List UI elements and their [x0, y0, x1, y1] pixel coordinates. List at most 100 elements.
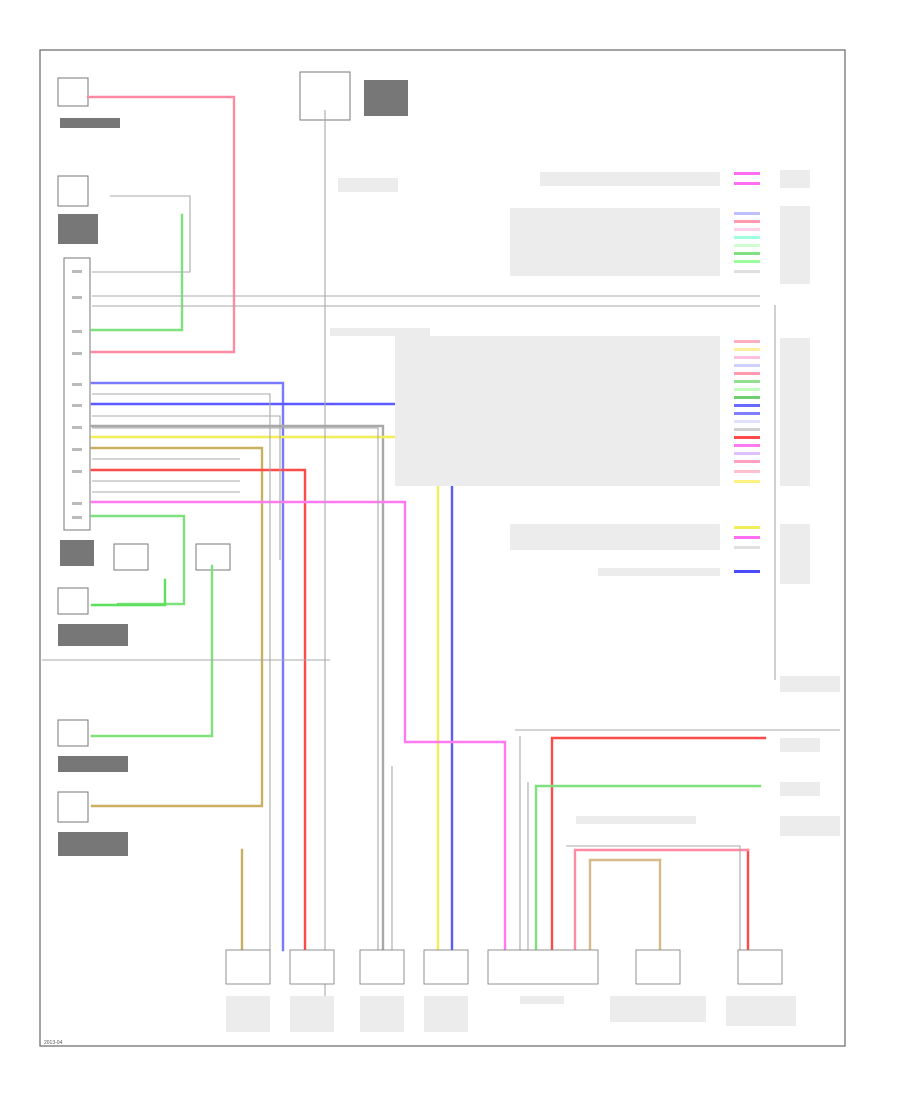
gray-line: [92, 415, 281, 560]
wire-gray: [90, 424, 385, 952]
wire-olive: [90, 446, 264, 808]
component-relay-module: [57, 175, 89, 207]
stub: [734, 356, 760, 359]
pin: [72, 383, 82, 386]
gray-line: [92, 393, 271, 950]
stub: [734, 172, 760, 175]
stub: [734, 380, 760, 383]
right-wire-stubs: [734, 172, 760, 573]
stub: [734, 470, 760, 473]
label-blur: [780, 782, 820, 796]
label-blur: [780, 738, 820, 752]
stub: [734, 220, 760, 223]
stub: [734, 236, 760, 239]
component-top-left-sensor: [57, 77, 89, 107]
stub: [734, 460, 760, 463]
left-components: [57, 71, 408, 856]
component-main-connector: [63, 257, 91, 531]
label-blur: [520, 996, 564, 1004]
stub: [734, 348, 760, 351]
label-blur: [290, 996, 334, 1032]
label-blur: [780, 676, 840, 692]
stub: [734, 404, 760, 407]
component-power-module: [57, 587, 89, 615]
pin: [72, 352, 82, 355]
stub: [734, 372, 760, 375]
wire-pink-top: [86, 95, 236, 354]
label-blur: [598, 568, 720, 576]
connector-7: [737, 949, 783, 985]
bottom-labels: [226, 996, 796, 1032]
connector-6: [635, 949, 681, 985]
stub: [734, 480, 760, 483]
label-blur: [510, 524, 720, 550]
connector-4: [423, 949, 469, 985]
component-mid-relay-a: [113, 543, 149, 571]
figure-label: 2013-04: [44, 1040, 63, 1046]
label-blur: [780, 206, 810, 284]
label-blur: [395, 336, 720, 486]
stub: [734, 388, 760, 391]
label-blur: [780, 338, 810, 486]
stub: [734, 436, 760, 439]
label-blur: [58, 624, 128, 646]
label-blur: [510, 208, 720, 276]
label-blur: [780, 816, 840, 836]
stub: [734, 260, 760, 263]
component-lower-left-module: [57, 791, 89, 823]
wire-tan-right: [588, 858, 662, 952]
label-blur: [226, 996, 270, 1032]
stub: [734, 212, 760, 215]
connector-pins: [72, 270, 82, 519]
bottom-connectors: [225, 949, 783, 985]
stub: [734, 444, 760, 447]
gray-line: [566, 845, 741, 950]
gray-line: [92, 195, 191, 273]
wire-green-relay: [90, 213, 184, 332]
stub: [734, 526, 760, 529]
label-blur: [364, 80, 408, 116]
label-blur: [576, 816, 696, 824]
connector-5: [487, 949, 599, 985]
label-blur: [360, 996, 404, 1032]
wire-red-short: [573, 848, 750, 952]
stub: [734, 244, 760, 247]
connector-3: [359, 949, 405, 985]
label-blur: [58, 214, 98, 244]
wire-magenta: [90, 500, 507, 952]
label-blur: [60, 118, 120, 128]
label-blur: [330, 328, 430, 336]
pin: [72, 516, 82, 519]
pin: [72, 404, 82, 407]
wire-yellow: [90, 435, 440, 952]
stub: [734, 536, 760, 539]
label-blur: [58, 832, 128, 856]
label-blur: [780, 524, 810, 584]
diagram-frame: [39, 49, 846, 1047]
gray-line: [92, 427, 379, 950]
stub: [734, 396, 760, 399]
stub: [734, 452, 760, 455]
label-blur: [610, 996, 706, 1022]
stub: [734, 364, 760, 367]
connector-1: [225, 949, 271, 985]
label-blur: [726, 996, 796, 1026]
stub: [734, 546, 760, 549]
wire-red: [90, 468, 307, 952]
right-labels: [330, 170, 840, 836]
label-blur: [338, 178, 398, 192]
stub: [734, 428, 760, 431]
stub: [734, 182, 760, 185]
label-blur: [424, 996, 468, 1032]
label-blur: [60, 540, 94, 566]
pin: [72, 426, 82, 429]
wire-red-right: [550, 736, 767, 952]
wire-green-switch: [90, 564, 214, 738]
component-switch-assembly: [57, 719, 89, 747]
stub: [734, 412, 760, 415]
stub: [734, 252, 760, 255]
pin: [72, 330, 82, 333]
pin: [72, 448, 82, 451]
label-blur: [780, 170, 810, 188]
wire-blue-long: [90, 381, 285, 952]
